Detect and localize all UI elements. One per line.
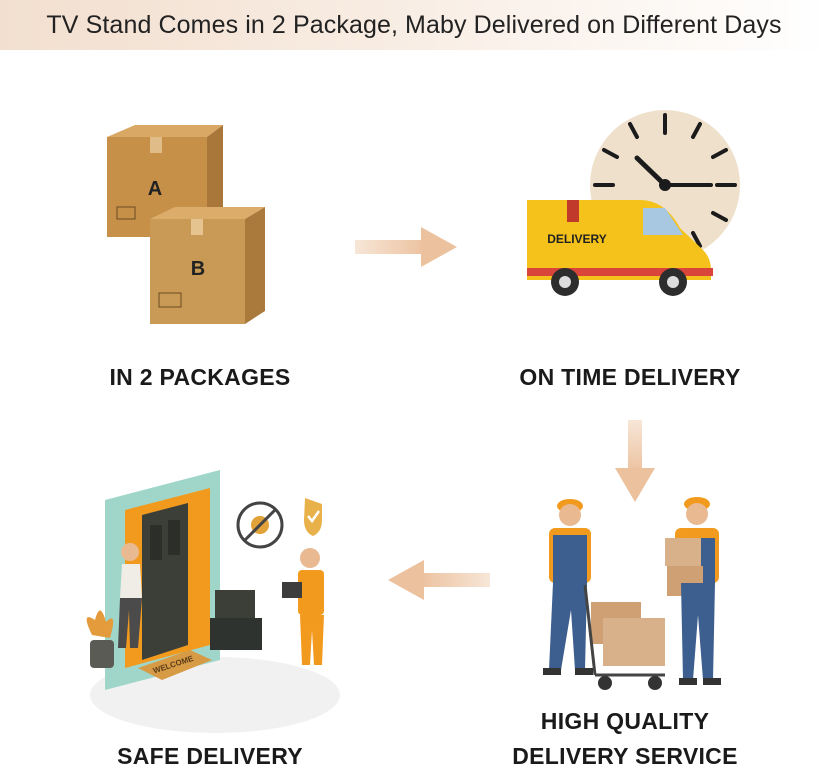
shield-check-icon [304, 498, 322, 536]
courier [282, 548, 324, 665]
arrow-right-icon [355, 227, 457, 267]
package-b-label: B [191, 258, 205, 280]
no-virus-icon [236, 501, 284, 549]
plant [86, 610, 114, 668]
safe-delivery-illustration: WELCOME [86, 470, 340, 733]
delivery-workers-illustration [543, 497, 721, 690]
on-time-delivery-illustration: DELIVERY [527, 110, 740, 296]
caption-safe-delivery: SAFE DELIVERY [117, 743, 303, 769]
customer [118, 543, 142, 648]
caption-delivery-service: DELIVERY SERVICE [512, 743, 738, 769]
worker-carrying-boxes [665, 497, 721, 685]
caption-high-quality: HIGH QUALITY [540, 708, 710, 734]
delivery-van: DELIVERY [527, 200, 713, 296]
arrow-left-icon [388, 560, 490, 600]
van-label: DELIVERY [547, 232, 607, 246]
arrow-down-icon [615, 420, 655, 502]
header-banner [0, 0, 828, 50]
trolley-with-boxes [583, 584, 665, 690]
caption-in-2-packages: IN 2 PACKAGES [109, 364, 291, 390]
delivery-boxes [210, 590, 262, 650]
packages-illustration: A B [107, 125, 265, 324]
page-title: TV Stand Comes in 2 Package, Maby Delive… [46, 11, 782, 39]
package-b: B [150, 207, 265, 324]
caption-on-time-delivery: ON TIME DELIVERY [519, 364, 741, 390]
package-a-label: A [148, 178, 162, 200]
worker-with-trolley [543, 499, 593, 675]
